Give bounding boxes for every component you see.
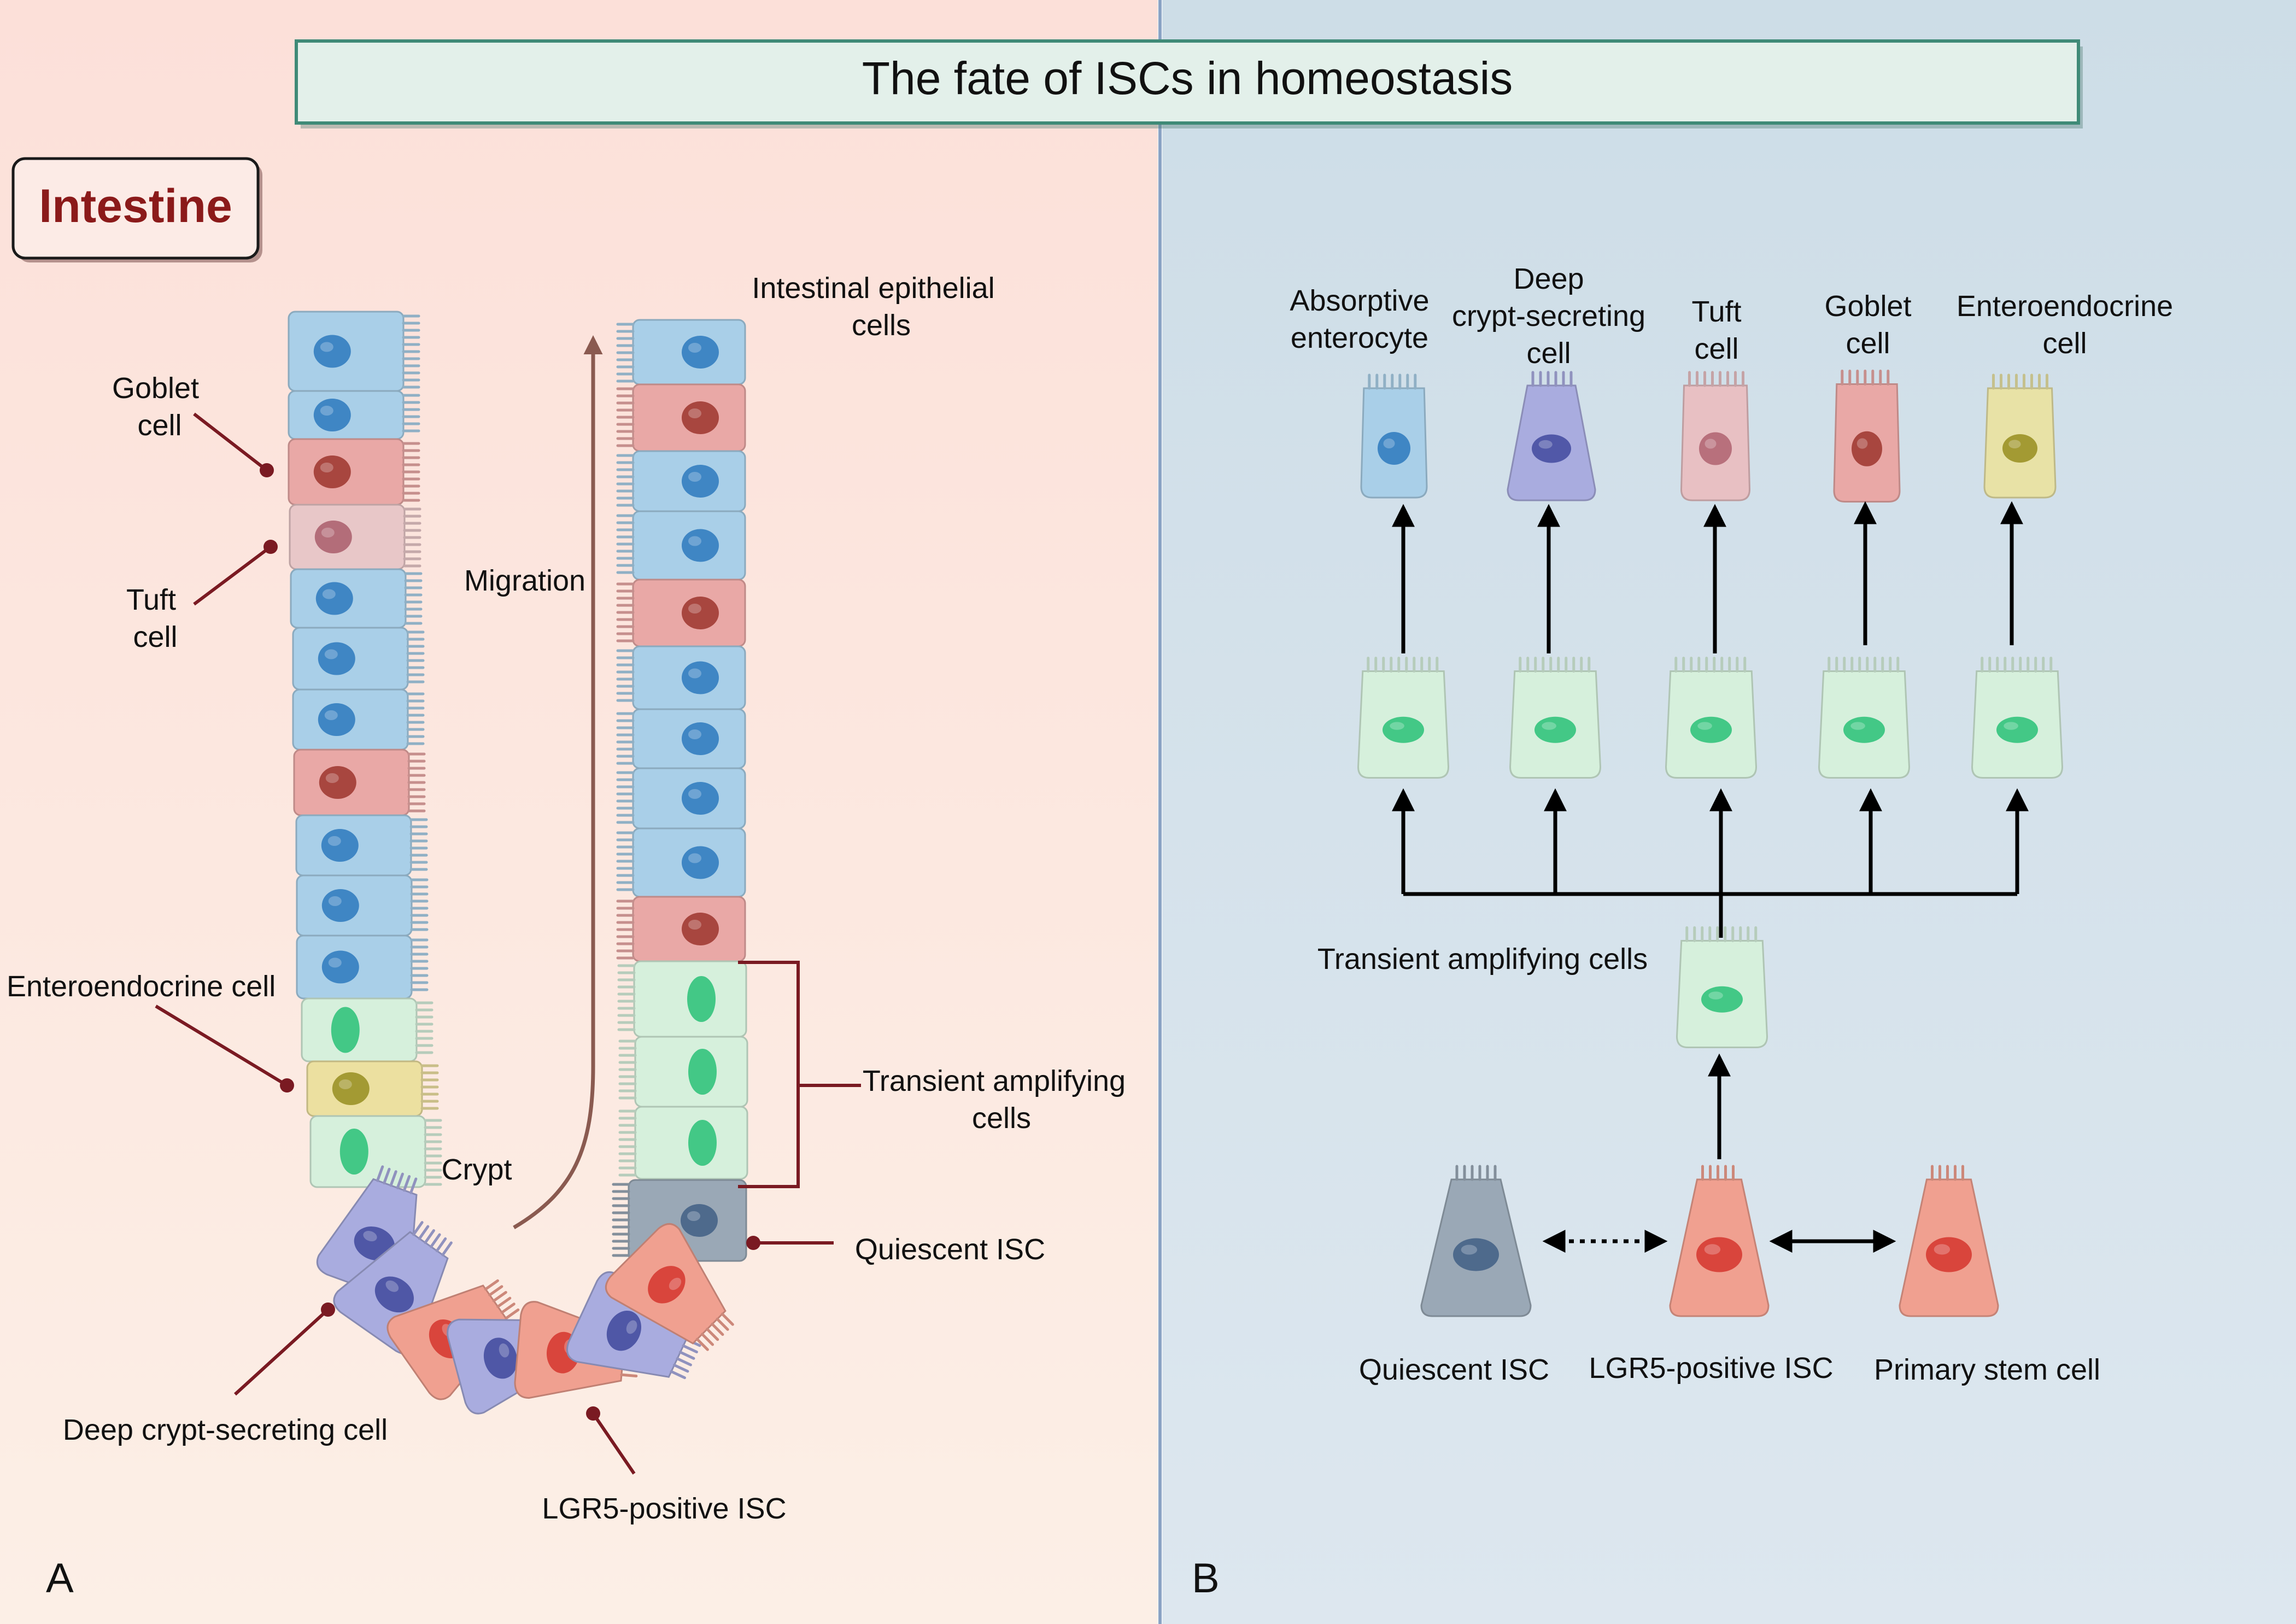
label-primary-b: Primary stem cell [1874, 1353, 2100, 1386]
deep-crypt-secreting-cell [566, 1271, 701, 1380]
goblet-cell [616, 579, 746, 647]
fate-cell-4 [1833, 370, 1901, 503]
transient-amplifying-cell [309, 1115, 442, 1188]
tuft-cell [289, 504, 421, 570]
primary-stem-cell [1899, 1165, 1999, 1317]
label-quiescent-b: Quiescent ISC [1359, 1353, 1549, 1386]
absorptive-cell [616, 827, 746, 898]
fate-cell-1 [1360, 373, 1428, 499]
crypt-illustration [288, 311, 748, 1415]
absorptive-cell [288, 390, 420, 440]
panel-b-labels: Transient amplifying cells Quiescent ISC… [1317, 943, 2100, 1386]
goblet-cell [293, 749, 426, 816]
transient-amplifying-cell-3 [1665, 657, 1758, 779]
fate-cell-3 [1680, 371, 1751, 501]
transient-amplifying-cell [618, 1106, 748, 1180]
panel-a-labels: Goblet cell Tuft cell Enteroendocrine ce… [7, 272, 1134, 1525]
label-transient: Transient amplifying cells [863, 1065, 1134, 1135]
label-quiescent: Quiescent ISC [855, 1233, 1045, 1266]
enteroendocrine-cell [306, 1060, 439, 1117]
absorptive-cell [616, 510, 746, 581]
lgr5-positive-isc-cell [1669, 1165, 1770, 1317]
label-lgr5: LGR5-positive ISC [542, 1492, 786, 1525]
fate-cell-5 [1983, 373, 2057, 499]
absorptive-cell [616, 645, 746, 710]
transient-amplifying-cell-5 [1971, 657, 2064, 779]
label-deep-crypt: Deep crypt-secreting cell [63, 1413, 388, 1446]
absorptive-cell [292, 688, 425, 751]
panel-a-letter: A [46, 1555, 74, 1602]
panel-b-arrows [1392, 501, 2029, 1253]
fate-cell-2 [1507, 371, 1596, 501]
absorptive-cell [616, 708, 746, 769]
transient-amplifying-cell-2 [1509, 657, 1602, 779]
goblet-cell [288, 438, 420, 506]
absorptive-cell [616, 319, 746, 385]
transient-amplifying-cell-central [1676, 926, 1768, 1048]
badge-label: Intestine [39, 180, 232, 232]
label-crypt: Crypt [441, 1153, 512, 1186]
lgr5-positive-isc [605, 1223, 734, 1351]
absorptive-cell [295, 814, 428, 877]
label-transient-b: Transient amplifying cells [1317, 943, 1648, 975]
label-goblet: Goblet cell [112, 372, 207, 442]
label-tuft: Tuft cell [126, 583, 184, 653]
goblet-cell [616, 383, 746, 452]
absorptive-cell [288, 311, 420, 392]
transient-amplifying-cell [618, 1036, 748, 1108]
absorptive-cell [292, 627, 425, 691]
label-enteroendocrine: Enteroendocrine cell [7, 970, 276, 1003]
panel-a-pointers [155, 412, 861, 1475]
panel-b-diagram [1357, 370, 2064, 1317]
goblet-cell [616, 896, 746, 962]
absorptive-cell [290, 568, 423, 629]
panel-b-letter: B [1192, 1555, 1220, 1602]
absorptive-cell [616, 767, 746, 829]
transient-amplifying-cell [301, 997, 434, 1062]
absorptive-cell [296, 874, 429, 937]
title-box: The fate of ISCs in homeostasis [295, 39, 2083, 128]
transient-amplifying-cell-1 [1357, 657, 1450, 779]
transient-amplifying-cell-4 [1818, 657, 1911, 779]
absorptive-cell [296, 934, 429, 1000]
absorptive-cell [616, 450, 746, 512]
migration-arrow [513, 335, 603, 1230]
quiescent-isc-cell [1420, 1165, 1532, 1317]
panel-b-background [1162, 0, 2296, 1624]
label-lgr5-b: LGR5-positive ISC [1589, 1352, 1833, 1385]
label-epithelial: Intestinal epithelial cells [752, 272, 1003, 342]
figure-title: The fate of ISCs in homeostasis [862, 52, 1513, 104]
transient-amplifying-cell [617, 960, 747, 1038]
label-migration: Migration [464, 564, 585, 597]
intestine-badge: Intestine [11, 157, 262, 262]
